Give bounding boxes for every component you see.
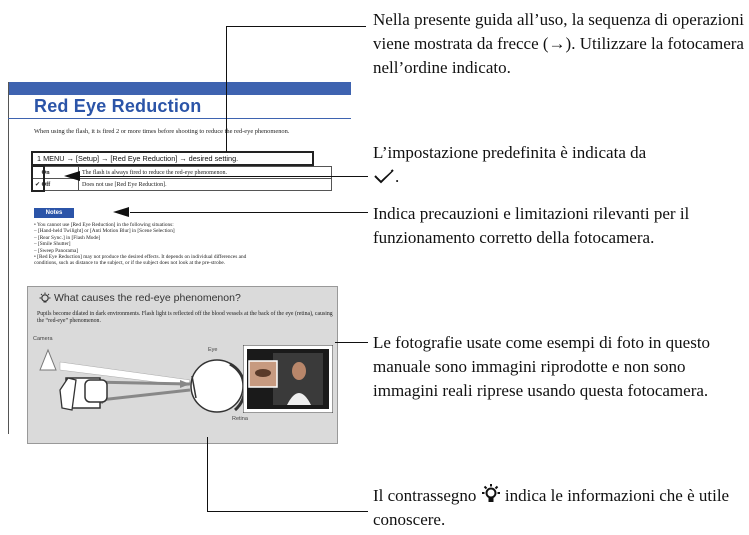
retina-label: Retina (232, 416, 248, 422)
list-item: • [Red Eye Reduction] may not produce th… (34, 254, 247, 261)
list-item: – [Smile Shutter] (34, 241, 71, 248)
leader-line (226, 26, 366, 27)
annotation-notes: Indica precauzioni e limitazioni rilevan… (373, 204, 690, 247)
leader-line (226, 26, 227, 152)
eye-label: Eye (208, 347, 218, 353)
operation-step: 1 MENU → [Setup] → [Red Eye Reduction] →… (31, 151, 314, 166)
notes-badge: Notes (34, 208, 74, 218)
leader-line (207, 511, 368, 512)
arrow-left-icon (113, 207, 129, 217)
intro-text: When using the flash, it is fired 2 or m… (34, 128, 290, 135)
annotation-photos: Le fotografie usate come esempi di foto … (373, 333, 711, 400)
sample-photo (243, 345, 333, 413)
annotation-tip: Il contrassegno indica le informazioni c… (373, 484, 730, 529)
leader-line (207, 437, 208, 511)
arrow-left-icon (64, 171, 80, 181)
options-table: ✔ On The flash is always fired to reduce… (31, 166, 332, 191)
default-setting-highlight (31, 165, 45, 192)
leader-line (335, 342, 368, 343)
lightbulb-icon (39, 292, 51, 303)
red-eye-diagram (39, 348, 245, 413)
lightbulb-icon (481, 484, 500, 502)
tip-title: What causes the red-eye phenomenon? (54, 292, 241, 304)
list-item: – [Sweep Panorama] (34, 247, 79, 254)
list-item: • You cannot use [Red Eye Reduction] in … (34, 222, 174, 228)
tip-text: Pupils become dilated in dark environmen… (37, 311, 333, 325)
annotation-default-setting: L’impostazione predefinita è indicata da… (373, 143, 647, 186)
annotation-operations: Nella presente guida all’uso, la sequenz… (373, 10, 745, 77)
camera-label: Camera (33, 336, 53, 342)
checkmark-icon: ✔ (35, 182, 41, 188)
page-title: Red Eye Reduction (34, 96, 202, 116)
notes-list: • You cannot use [Red Eye Reduction] in … (34, 222, 332, 267)
option-desc: Does not use [Red Eye Reduction]. (78, 178, 332, 191)
list-item: – [Rear Sync.] in [Flash Mode] (34, 234, 101, 241)
list-item: – [Hand-held Twilight] or [Anti Motion B… (34, 228, 175, 235)
title-rule (8, 118, 351, 119)
checkmark-icon (374, 169, 394, 184)
leader-line (130, 212, 368, 213)
page-left-border (8, 82, 9, 434)
leader-line (80, 176, 368, 177)
page-header-band (8, 82, 351, 95)
list-item: conditions, such as distance to the subj… (34, 260, 226, 267)
